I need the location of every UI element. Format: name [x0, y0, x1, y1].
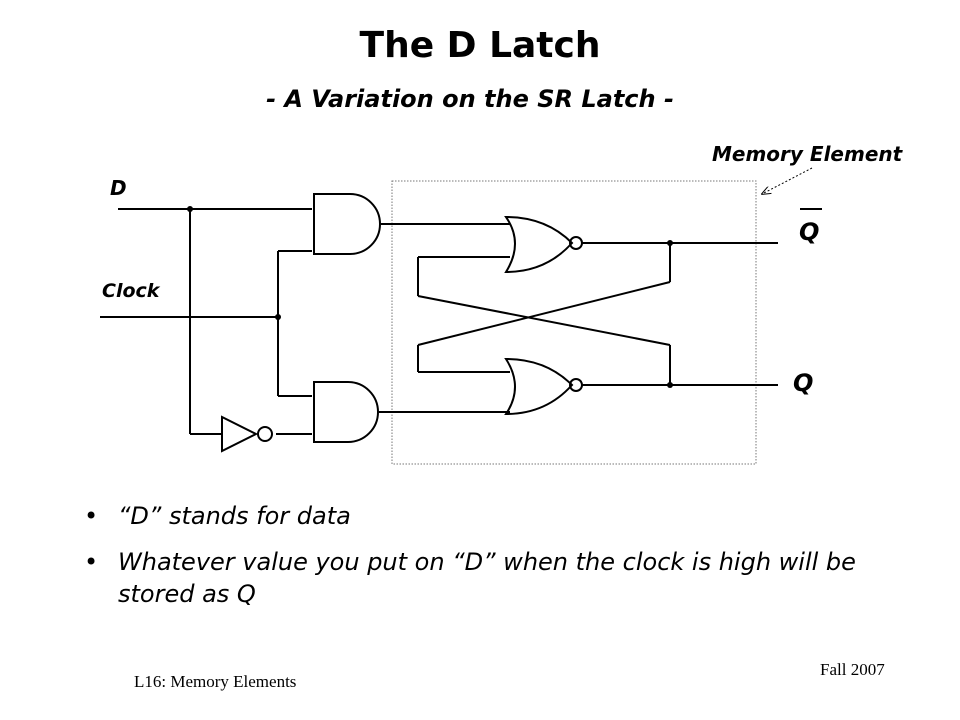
clock-input-label: Clock	[102, 280, 160, 302]
footer-course-label: L16: Memory Elements	[134, 672, 297, 691]
footer-term-label: Fall 2007	[820, 660, 885, 679]
slide-title: The D Latch	[359, 25, 601, 66]
memory-element-label: Memory Element	[712, 142, 903, 166]
nor-gate-bottom	[504, 357, 583, 416]
bullet-list: • “D” stands for data • Whatever value y…	[80, 500, 880, 624]
q-output-label: Q	[793, 369, 814, 397]
and-gate-bottom	[313, 381, 379, 443]
memory-element-box	[391, 180, 757, 465]
nor-gate-top	[504, 215, 583, 274]
inverter-gate	[221, 415, 273, 453]
bullet-text: Whatever value you put on “D” when the c…	[118, 548, 856, 608]
d-input-label: D	[110, 176, 127, 200]
and-gate-top	[313, 193, 381, 255]
junction-dots	[187, 206, 673, 388]
memory-element-arrow	[762, 167, 813, 194]
bullet-marker: •	[84, 548, 99, 576]
bullet-text: “D” stands for data	[118, 502, 351, 530]
circuit-wires	[100, 208, 778, 435]
bullet-marker: •	[84, 502, 99, 530]
q-bar-output-label: Q	[799, 218, 820, 246]
slide-subtitle: - A Variation on the SR Latch -	[266, 85, 674, 113]
bullet-item: • Whatever value you put on “D” when the…	[80, 546, 880, 610]
bullet-item: • “D” stands for data	[80, 500, 880, 532]
